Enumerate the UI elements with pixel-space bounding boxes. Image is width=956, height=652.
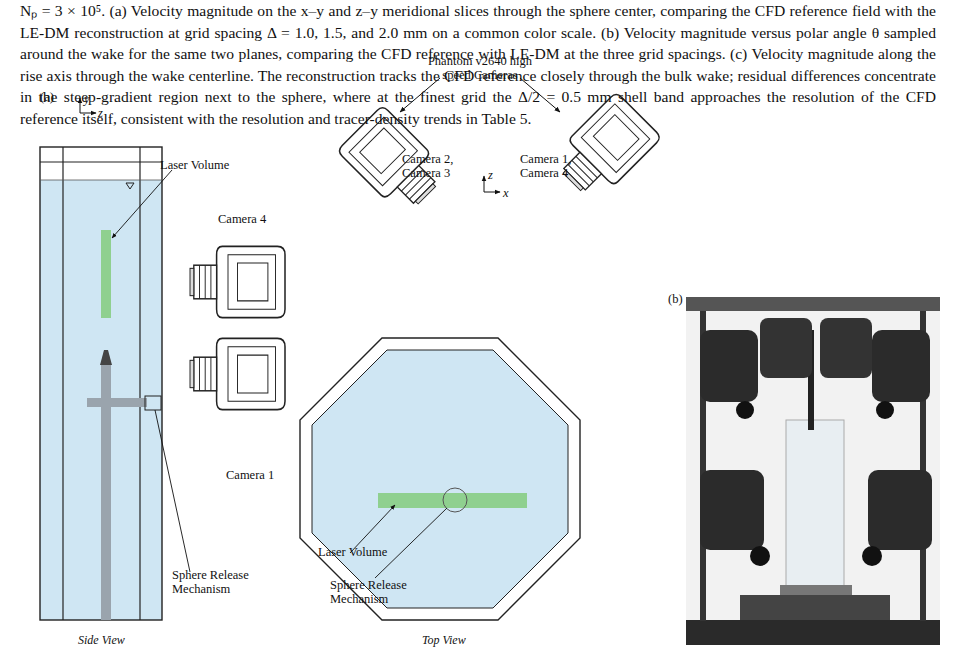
figure-label: Laser Volume xyxy=(318,545,387,559)
figure-label: Camera 1, Camera 4 xyxy=(520,152,582,180)
figure-label: x xyxy=(503,186,509,200)
figure-label: Camera 4 xyxy=(218,212,266,226)
figure-label: Camera 2, Camera 3 xyxy=(402,152,464,180)
figure-label: z xyxy=(98,106,103,120)
figure-label: (a) xyxy=(40,90,54,104)
figure-label: y xyxy=(84,92,90,106)
figure-label: Sphere Release Mechanism xyxy=(172,568,264,596)
figure-label: Top View xyxy=(422,633,466,647)
figure-label: Laser Volume xyxy=(160,158,229,172)
figure-label: Camera 1 xyxy=(226,468,274,482)
figure-label: Side View xyxy=(78,633,125,647)
figure-label: z xyxy=(488,168,493,182)
figure-label: Sphere Release Mechanism xyxy=(330,578,422,606)
figure-label: (b) xyxy=(668,292,683,306)
figure-label: Phantom v2640 high speed Cameras xyxy=(425,54,535,82)
